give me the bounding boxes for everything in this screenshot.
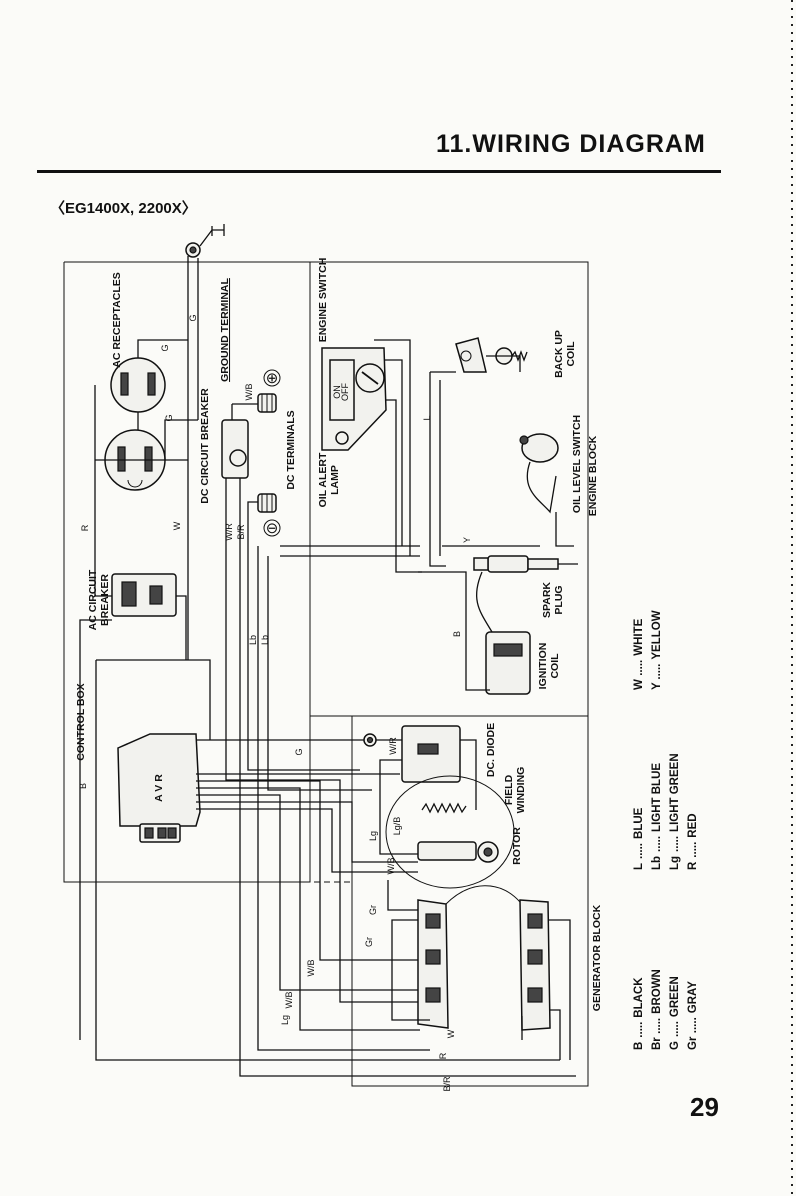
wire-code: G — [160, 344, 170, 351]
wire-code: W — [446, 1029, 456, 1038]
field-winding-label-1: FIELD — [503, 774, 515, 805]
oil-alert-lamp-label-2: LAMP — [329, 465, 341, 495]
wire-code-labels: R W G G G W/B W/R B/R Lb Lb Lg B L Y Gr … — [78, 314, 472, 1091]
wire-code: Lg — [280, 1015, 290, 1025]
legend-item: Lb.....LIGHT BLUE — [651, 763, 663, 870]
legend-item: W.....WHITE — [633, 618, 645, 690]
wires — [79, 258, 576, 1077]
dc-terminals: ⊕ ⊖ — [257, 369, 281, 537]
wire-code: B/R — [236, 524, 246, 540]
engine-switch-on: ON — [332, 385, 342, 399]
color-legend: B.....BLACK Br.....BROWN G.....GREEN Gr.… — [633, 610, 699, 1050]
wire-code: Lg — [368, 831, 378, 841]
back-up-coil-label-1: BACK UP — [553, 330, 565, 378]
back-up-coil — [455, 337, 528, 373]
legend-item: Lg.....LIGHT GREEN — [669, 753, 681, 870]
wire-code: W/B — [244, 384, 254, 401]
spark-plug-label-2: PLUG — [553, 585, 565, 614]
generator-block-boundary — [351, 715, 589, 1087]
dc-circuit-breaker-label: DC CIRCUIT BREAKER — [199, 388, 211, 504]
legend-column-3: W.....WHITE Y.....YELLOW — [633, 610, 663, 690]
legend-item: R.....RED — [687, 813, 699, 870]
back-up-coil-label-2: COIL — [565, 341, 577, 367]
legend-item: Gr.....GRAY — [687, 981, 699, 1050]
wire-code: W — [172, 521, 182, 530]
ac-circuit-breaker-label-1: AC CIRCUIT — [87, 569, 99, 630]
wire-code: L — [422, 415, 432, 420]
wire-code: W/B — [306, 960, 316, 977]
dc-diode-label: DC. DIODE — [485, 723, 497, 777]
ground-terminal — [185, 224, 225, 262]
legend-item: L.....BLUE — [633, 807, 645, 870]
wire-code: W/R — [224, 523, 234, 541]
ignition-coil — [475, 571, 531, 695]
rotor-assembly — [385, 775, 515, 889]
component-labels: CONTROL BOX AC RECEPTACLES GROUND TERMIN… — [75, 258, 603, 1011]
wire-code: B — [78, 783, 88, 789]
stator — [417, 885, 551, 1031]
wire-code: Lb — [248, 635, 258, 645]
engine-block-label: ENGINE BLOCK — [587, 435, 599, 516]
wire-code: Y — [462, 537, 472, 543]
ac-circuit-breaker — [111, 573, 177, 617]
legend-column-1: B.....BLACK Br.....BROWN G.....GREEN Gr.… — [633, 969, 699, 1050]
wire-code: W/B — [386, 858, 396, 875]
page-number: 29 — [690, 1092, 719, 1122]
legend-item: Br.....BROWN — [651, 969, 663, 1050]
plus-symbol: ⊕ — [266, 370, 279, 387]
wire-code: G — [188, 314, 198, 321]
oil-alert-lamp — [335, 431, 349, 445]
oil-level-switch-label: OIL LEVEL SWITCH — [571, 415, 583, 513]
engine-switch-label: ENGINE SWITCH — [317, 258, 329, 343]
page-title: 11.WIRING DIAGRAM — [436, 130, 706, 158]
wire-code: R — [80, 524, 90, 531]
engine-switch: ON OFF — [321, 347, 387, 451]
wire-code: G — [164, 414, 174, 421]
spark-plug-label-1: SPARK — [541, 582, 553, 618]
legend-item: B.....BLACK — [633, 977, 645, 1050]
minus-symbol: ⊖ — [266, 520, 279, 537]
ac-receptacles-label: AC RECEPTACLES — [111, 272, 123, 367]
wire-code: Lg/B — [392, 817, 402, 836]
wire-code: R — [438, 1052, 448, 1059]
ignition-coil-label-2: COIL — [549, 653, 561, 679]
ac-receptacles — [104, 357, 166, 491]
avr: A V R — [117, 733, 215, 843]
model-subtitle: 〈EG1400X, 2200X〉 — [50, 200, 197, 217]
oil-alert-lamp-label-1: OIL ALERT — [317, 452, 329, 507]
field-winding-coil — [421, 802, 467, 814]
wire-code: Gr — [368, 905, 378, 915]
avr-label: A V R — [153, 774, 165, 802]
dc-terminals-label: DC TERMINALS — [285, 410, 297, 489]
wire-code: W/B — [284, 992, 294, 1009]
title-rule — [37, 170, 721, 173]
control-box-label: CONTROL BOX — [75, 683, 87, 760]
wire-code: Gr — [364, 937, 374, 947]
wire-code: Lb — [260, 635, 270, 645]
spark-plug — [473, 555, 578, 573]
generator-block-label: GENERATOR BLOCK — [591, 904, 603, 1011]
field-winding-label-2: WINDING — [515, 767, 527, 814]
block-boundaries — [63, 261, 589, 1087]
ground-terminal-label: GROUND TERMINAL — [219, 278, 231, 382]
wire-code: B — [452, 631, 462, 637]
oil-level-switch — [519, 433, 559, 514]
legend-item: Y.....YELLOW — [651, 610, 663, 690]
wire-code: B/R — [442, 1076, 452, 1092]
wire-code: G — [294, 748, 304, 755]
legend-item: G.....GREEN — [669, 976, 681, 1050]
legend-column-2: L.....BLUE Lb.....LIGHT BLUE Lg.....LIGH… — [633, 753, 699, 870]
engine-switch-off: OFF — [340, 383, 350, 401]
ac-circuit-breaker-label-2: BREAKER — [99, 574, 111, 626]
wire-code: W/R — [388, 737, 398, 755]
ignition-coil-label-1: IGNITION — [537, 643, 549, 690]
rotor-label: ROTOR — [511, 827, 523, 865]
dc-circuit-breaker — [221, 404, 249, 479]
